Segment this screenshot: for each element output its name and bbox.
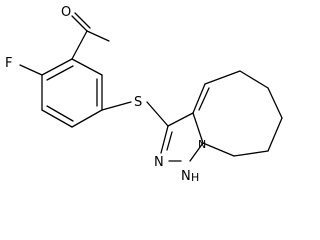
bond-c-f [19,64,43,76]
atom-label-oxygen: O [61,5,71,20]
bond-benzene-c1-c2 [41,58,73,76]
atom-label-nitrogen-n2: N [154,155,164,170]
bond-azepine-c5-c6 [239,70,269,89]
bond-carbonyl-c-methyl [86,30,110,42]
benzene-ring [41,58,103,128]
bond-azepine-c6-c7 [267,87,283,119]
bond-azepine-c4-c5 [204,70,241,85]
azepine-ring [192,70,283,157]
bond-benzene-c6-c1 [71,58,103,76]
triazole-ring [160,112,204,162]
acetyl-group [71,12,110,60]
bond-azepine-c3a-c4 [192,83,206,114]
bond-azepine-c7-c8 [267,117,283,152]
atom-label-nitrogen-n1: N [181,169,191,184]
atom-label-fluorine: F [5,56,12,71]
bond-carbonyl-c-ring [71,30,88,60]
bond-carbonyl-c-o-2 [74,12,91,29]
atom-label-sulfur: S [134,95,142,110]
bond-azepine-c9-n4 [202,142,235,157]
bond-triazole-n2-c3-inner [166,131,173,151]
bond-s-triazole [146,101,169,127]
bond-azepine-c8-c9 [233,150,269,157]
bond-triazole-n2-c3 [160,125,169,154]
atom-label-nitrogen-n4: N [198,138,206,151]
bond-benzene-inner-1 [46,65,74,81]
bond-benzene-c4-c5 [71,109,103,128]
bond-benzene-c3-c4 [41,109,73,128]
bond-azepine-c3a-c4-inner [198,87,210,111]
bond-ring-s [101,101,132,111]
atom-label-hydrogen: H [191,171,199,184]
bond-benzene-inner-2 [46,105,74,122]
bond-triazole-n4-n1 [189,142,204,162]
chemical-structure: O F S N N H N [5,5,283,184]
bond-triazole-c3-c3a [167,112,194,127]
bond-triazole-c3a-n4 [192,112,204,144]
bond-carbonyl-c-o-1 [71,15,88,32]
